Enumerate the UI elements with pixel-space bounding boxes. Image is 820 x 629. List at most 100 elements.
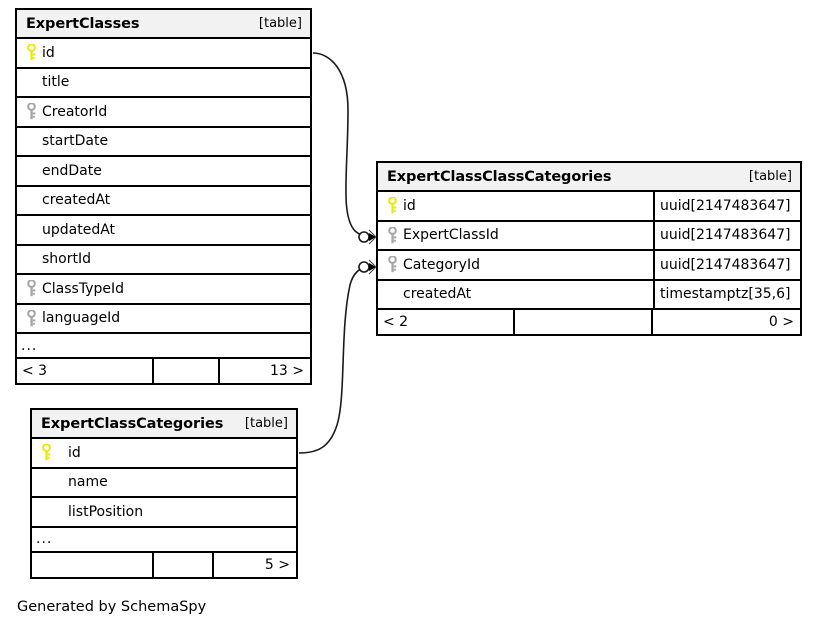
crowsfoot-marker [369,233,376,241]
column-type-cell: timestamptz[35,6] [653,280,800,308]
column-name: endDate [42,162,102,179]
table-title: ExpertClassCategories [41,415,224,432]
key-slot-empty [23,250,39,268]
column-name: CategoryId [403,256,480,273]
column-name-cell: ClassTypeId [17,275,310,303]
column-row[interactable]: id [17,39,310,69]
column-type: timestamptz[35,6] [660,286,791,303]
foreign-key-icon [23,309,39,327]
column-row[interactable]: shortId [17,245,310,275]
table-tag: [table] [244,416,288,431]
column-name: listPosition [68,503,144,520]
footer-middle [513,310,653,334]
foreign-key-icon [23,280,39,298]
column-name-cell: id [378,192,653,220]
column-name-cell: id [32,439,296,467]
column-row[interactable]: title [17,68,310,98]
table-footer: < 3 13 > [17,359,310,383]
column-name-cell: id [17,39,310,67]
table-tag: [table] [258,16,302,31]
column-row[interactable]: updatedAt [17,216,310,246]
more-columns-row: ... [32,527,296,553]
column-row[interactable]: CreatorId [17,98,310,128]
column-name-cell: endDate [17,157,310,185]
column-type-cell: uuid[2147483647] [653,251,800,279]
column-name: name [68,474,108,491]
column-list: id uuid[2147483647] ExpertClassId uuid[2147… [378,192,800,310]
column-name: id [403,197,416,214]
column-row[interactable]: endDate [17,157,310,187]
key-slot-empty [23,221,39,239]
footer-children-count: 5 > [264,556,290,573]
column-name-cell: name [32,469,296,497]
column-name-cell: startDate [17,128,310,156]
table-title: ExpertClassClassCategories [387,168,612,185]
column-row[interactable]: CategoryId uuid[2147483647] [378,251,800,281]
ellipsis-label: ... [36,531,53,547]
column-type-cell: uuid[2147483647] [653,192,800,220]
more-columns-row: ... [17,334,310,359]
column-row[interactable]: name [32,468,296,498]
key-slot-empty [23,73,39,91]
column-name-cell: shortId [17,246,310,274]
generated-by-caption: Generated by SchemaSpy [17,599,207,615]
column-name: ClassTypeId [42,280,125,297]
table-header: ExpertClassCategories [table] [32,410,296,439]
primary-key-icon [384,197,400,215]
column-name: id [68,444,81,461]
table-title: ExpertClasses [26,15,140,32]
column-row[interactable]: createdAt timestamptz[35,6] [378,280,800,310]
column-row[interactable]: languageId [17,304,310,334]
column-name-cell: ExpertClassId [378,222,653,250]
column-name: ExpertClassId [403,227,499,244]
column-row[interactable]: startDate [17,127,310,157]
table-expertclassclasscategories[interactable]: ExpertClassClassCategories [table] id uui… [376,161,802,336]
column-name-cell: CreatorId [17,98,310,126]
footer-parents-count [32,553,152,577]
relationship-expertclasses-expertclassid [312,52,377,245]
column-row[interactable]: ClassTypeId [17,275,310,305]
column-name-cell: createdAt [17,187,310,215]
footer-parents-count: < 3 [22,363,48,379]
key-slot-empty [38,473,54,491]
column-name: shortId [42,251,91,268]
foreign-key-icon [23,103,39,121]
key-slot-empty [23,132,39,150]
table-tag: [table] [748,169,792,184]
table-footer: < 2 0 > [378,310,800,334]
column-type-cell: uuid[2147483647] [653,221,800,249]
column-row[interactable]: id uuid[2147483647] [378,192,800,222]
table-expertclasscategories[interactable]: ExpertClassCategories [table] id name list… [30,408,298,579]
footer-middle [152,552,214,577]
ellipsis-label: ... [21,337,38,354]
footer-children-count: 13 > [270,363,304,379]
column-type: uuid[2147483647] [660,227,791,244]
key-slot-empty [384,285,400,303]
key-slot-empty [23,191,39,209]
column-name: CreatorId [42,103,108,120]
column-row[interactable]: ExpertClassId uuid[2147483647] [378,221,800,251]
cardinality-zero-marker [358,231,370,243]
column-row[interactable]: id [32,439,296,469]
column-row[interactable]: createdAt [17,186,310,216]
column-name-cell: updatedAt [17,216,310,244]
column-name-cell: CategoryId [378,251,653,279]
table-header: ExpertClasses [table] [17,10,310,39]
primary-key-icon [23,44,39,62]
key-slot-empty [23,162,39,180]
key-slot-empty [38,503,54,521]
primary-key-icon [38,444,54,462]
column-type: uuid[2147483647] [660,256,791,273]
column-list: id name listPosition [32,439,296,528]
column-row[interactable]: listPosition [32,498,296,528]
cardinality-zero-marker [358,261,370,273]
column-name-cell: createdAt [378,281,653,309]
column-name: updatedAt [42,221,116,238]
column-name: createdAt [42,192,111,209]
table-header: ExpertClassClassCategories [table] [378,163,800,192]
column-name: languageId [42,310,121,327]
column-type: uuid[2147483647] [660,197,791,214]
table-footer: 5 > [32,552,296,577]
